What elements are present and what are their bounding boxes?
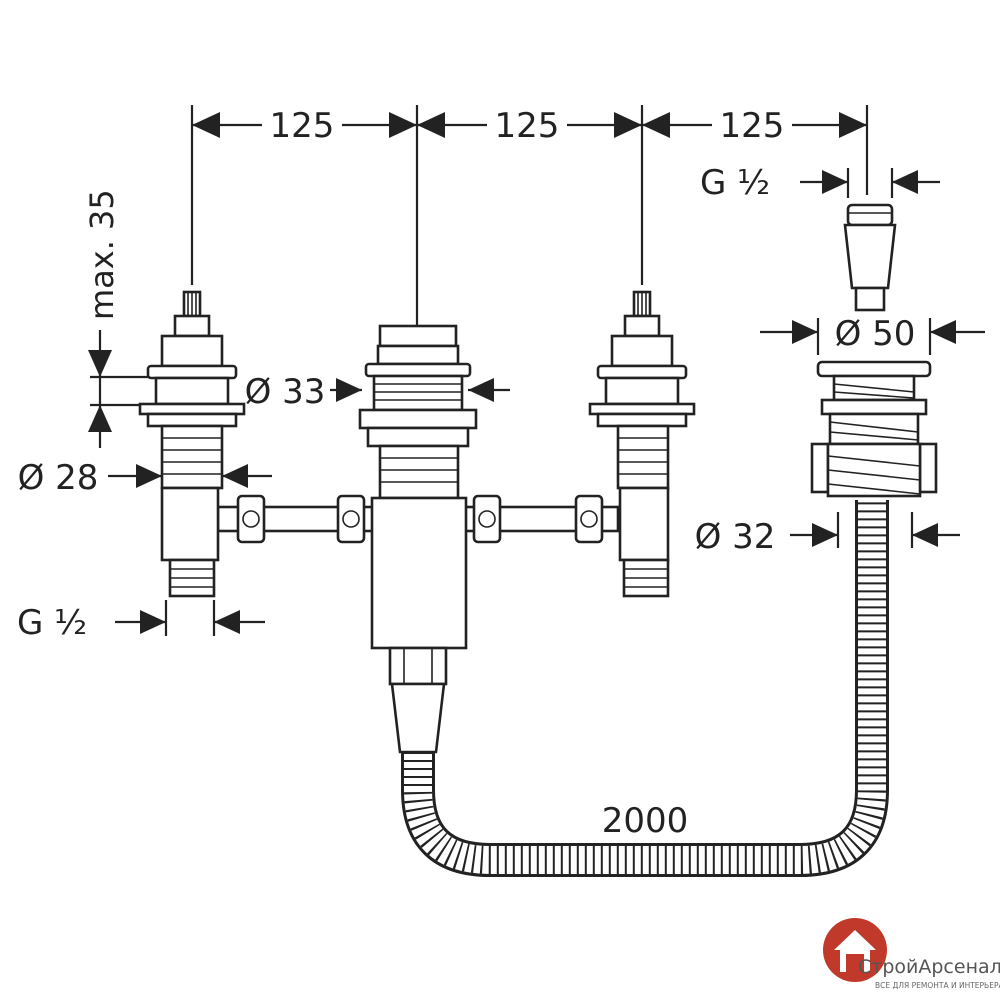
thread-top-label: G ½ xyxy=(700,163,770,203)
dia-33-dimension: Ø 33 xyxy=(245,372,510,412)
dia-28-dimension: Ø 28 xyxy=(18,458,272,498)
spacing-label-2: 125 xyxy=(495,106,560,146)
logo-tagline: ВСЕ ДЛЯ РЕМОНТА И ИНТЕРЬЕРА xyxy=(875,981,1000,990)
dia-50-dimension: Ø 50 xyxy=(760,314,985,355)
shower-outlet xyxy=(843,203,897,312)
dia-32-label: Ø 32 xyxy=(695,517,776,557)
logo-name-part2: Арсенал xyxy=(918,956,1000,978)
thread-left-label: G ½ xyxy=(17,603,87,643)
max-depth-label: max. 35 xyxy=(83,189,121,320)
thread-top-dimension: G ½ xyxy=(700,163,940,203)
dia-32-dimension: Ø 32 xyxy=(695,512,960,557)
hose-holder xyxy=(810,360,938,498)
spacing-label-3: 125 xyxy=(720,106,785,146)
dia-50-label: Ø 50 xyxy=(835,314,916,354)
center-diverter xyxy=(358,324,478,754)
dia-28-label: Ø 28 xyxy=(18,458,99,498)
max-depth-dimension: max. 35 xyxy=(83,189,150,448)
right-valve xyxy=(588,290,696,598)
left-valve xyxy=(138,290,246,598)
house-icon xyxy=(834,930,876,972)
logo-name-part1: Строй xyxy=(858,956,918,978)
thread-left-dimension: G ½ xyxy=(17,600,265,643)
flexible-hose xyxy=(401,500,889,877)
spacing-dimension-chain: 125 125 125 xyxy=(190,105,869,325)
svg-text:СтройАрсенал: СтройАрсенал xyxy=(858,956,1000,978)
dia-33-label: Ø 33 xyxy=(245,372,326,412)
spacing-label-1: 125 xyxy=(270,106,335,146)
stroyarsenal-logo: СтройАрсенал ВСЕ ДЛЯ РЕМОНТА И ИНТЕРЬЕРА xyxy=(823,918,1000,990)
hose-length-label: 2000 xyxy=(602,801,689,841)
